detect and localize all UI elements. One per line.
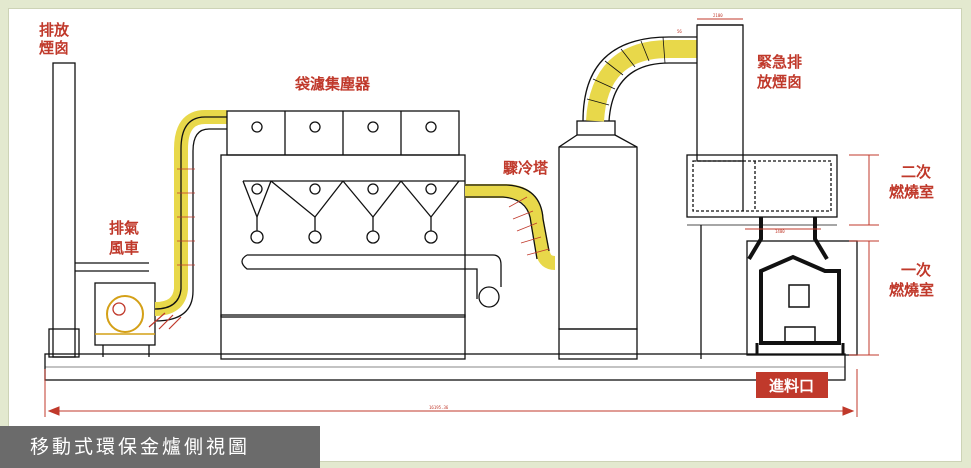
flue-connectors — [747, 217, 829, 261]
emergency-stack — [696, 24, 744, 162]
exhaust-stack-label-line1: 排放 — [39, 21, 70, 39]
overall-length-dimension: 16195.36 — [429, 405, 449, 410]
fan-duct — [148, 110, 227, 330]
secondary-width-dimension: 1400 — [775, 229, 785, 234]
primary-chamber-label-line1: 一次 — [901, 261, 931, 279]
emergency-stack-label-line2: 放煙囪 — [756, 73, 802, 91]
duct-width-dimension: 56 — [677, 29, 682, 34]
caption-bar: 移動式環保金爐側視圖 — [0, 426, 320, 468]
exhaust-fan-label-line1: 排氣 — [109, 219, 139, 237]
bag-filter — [220, 110, 502, 360]
top-width-dimension: 2100 — [713, 13, 723, 18]
feed-port-box — [756, 372, 828, 398]
bag-filter-label: 袋濾集塵器 — [294, 75, 371, 93]
side-view-diagram: 16195.36 2100 1400 56 排放 煙囪 排氣 風車 袋濾集塵器 … — [39, 13, 934, 417]
quench-inlet-duct — [465, 184, 556, 270]
primary-chamber-label-line2: 燃燒室 — [889, 281, 934, 299]
emergency-stack-label-line1: 緊急排 — [757, 53, 802, 71]
tower-outlet-duct — [582, 36, 697, 122]
exhaust-stack-label-line2: 煙囪 — [39, 39, 69, 57]
primary-chamber — [746, 240, 858, 356]
drawing-canvas: 16195.36 2100 1400 56 排放 煙囪 排氣 風車 袋濾集塵器 … — [8, 8, 962, 462]
exhaust-fan — [94, 282, 156, 357]
quench-tower-label: 驟冷塔 — [503, 159, 549, 177]
exhaust-fan-label-line2: 風車 — [109, 239, 139, 257]
exhaust-stack — [48, 62, 149, 358]
secondary-chamber-label-line2: 燃燒室 — [889, 183, 934, 201]
dimension-lines — [44, 18, 879, 417]
secondary-chamber-label-line1: 二次 — [901, 163, 931, 181]
feed-port-label: 進料口 — [769, 377, 814, 395]
quench-tower — [558, 120, 638, 360]
